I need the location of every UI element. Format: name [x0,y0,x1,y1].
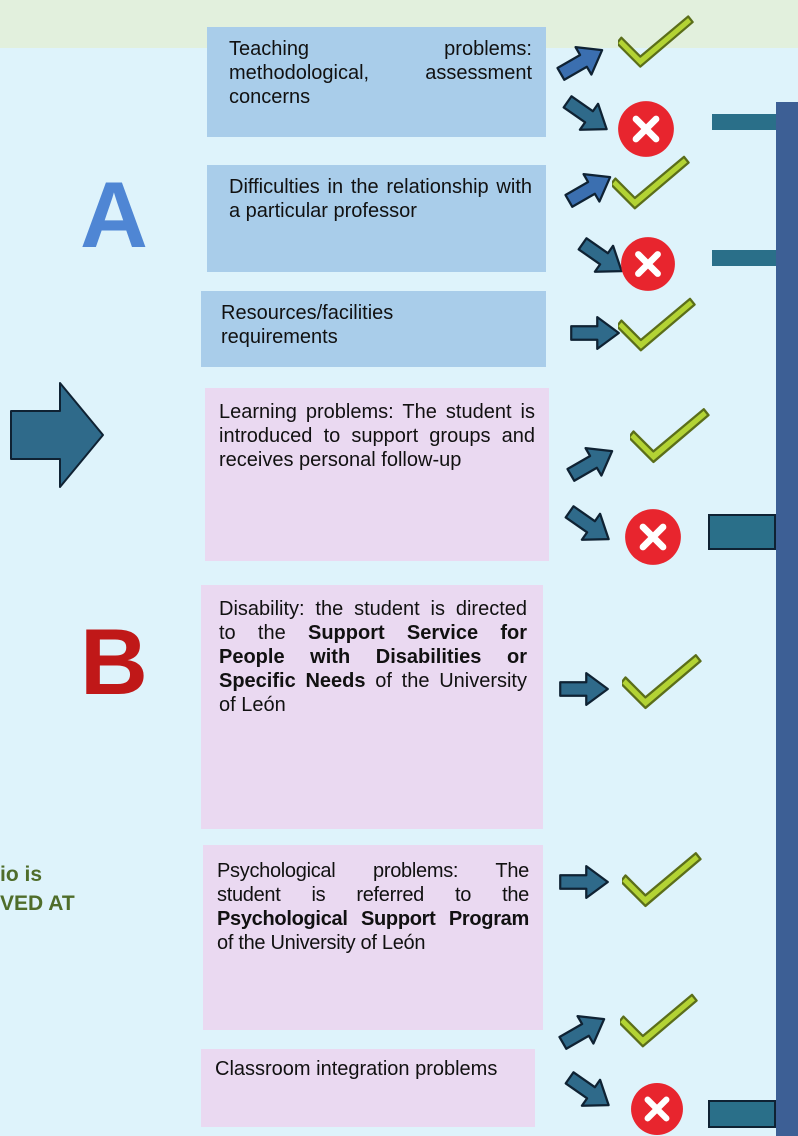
box-psychological-text-bold: Psychological Support Program [217,908,529,930]
cross-icon [624,508,682,566]
box-classroom-integration-text: Classroom integration problems [215,1058,498,1080]
check-icon [622,852,702,908]
box-disability: Disability: the student is directed to t… [201,585,543,829]
box-resources: Resources/facilities requirements [201,291,546,367]
down-right-arrow-icon [559,497,619,554]
connector-b1 [708,514,776,550]
big-right-arrow-icon [10,382,104,488]
connector-a2 [712,250,776,266]
box-disability-text-1: Disability: the student is directed to t… [219,598,527,644]
group-a-letter: A [80,162,148,267]
down-right-arrow-icon [559,1063,619,1120]
box-teaching-problems: Teaching problems: methodological, asses… [207,27,546,137]
box-disability-text-2: of the University of León [219,670,527,716]
box-learning-problems: Learning problems: The student is introd… [205,388,549,561]
box-disability-text-bold: Support Service for People with Disabili… [219,622,527,692]
cross-icon [620,236,676,292]
box-relationship-difficulties-text: Difficulties in the relationship with a … [229,176,532,222]
cross-icon [617,100,675,158]
box-relationship-difficulties: Difficulties in the relationship with a … [207,165,546,272]
up-right-arrow-icon [553,1004,614,1058]
check-icon [618,297,696,352]
box-classroom-integration: Classroom integration problems [201,1049,535,1127]
check-icon [622,654,702,710]
up-right-arrow-icon [559,162,620,216]
box-psychological-text: Psychological problems: The student is r… [217,859,529,955]
box-learning-problems-text: Learning problems: The student is introd… [219,401,535,471]
up-right-arrow-icon [551,35,612,89]
connector-b4 [708,1100,776,1128]
box-psychological: Psychological problems: The student is r… [203,845,543,1030]
check-icon [630,408,710,464]
side-text-line-2: VED AT [0,892,75,915]
cross-icon [630,1082,684,1136]
up-right-arrow-icon [561,436,622,490]
group-b-letter: B [80,609,148,714]
box-psychological-text-1: Psychological problems: The student is r… [217,860,529,906]
connector-a1 [712,114,776,130]
down-right-arrow-icon [557,87,617,144]
check-icon [612,155,690,210]
side-text-line-1: io is [0,863,43,886]
box-psychological-text-2: of the University of León [217,932,426,954]
right-arrow-icon [559,672,609,706]
right-vertical-bar [776,102,798,1136]
check-icon [618,15,694,68]
right-arrow-icon [559,865,609,899]
box-teaching-problems-text: Teaching problems: methodological, asses… [229,38,532,108]
right-arrow-icon [570,316,620,350]
check-icon [620,993,698,1048]
box-resources-text: Resources/facilities requirements [221,302,394,348]
box-disability-text: Disability: the student is directed to t… [219,597,527,717]
